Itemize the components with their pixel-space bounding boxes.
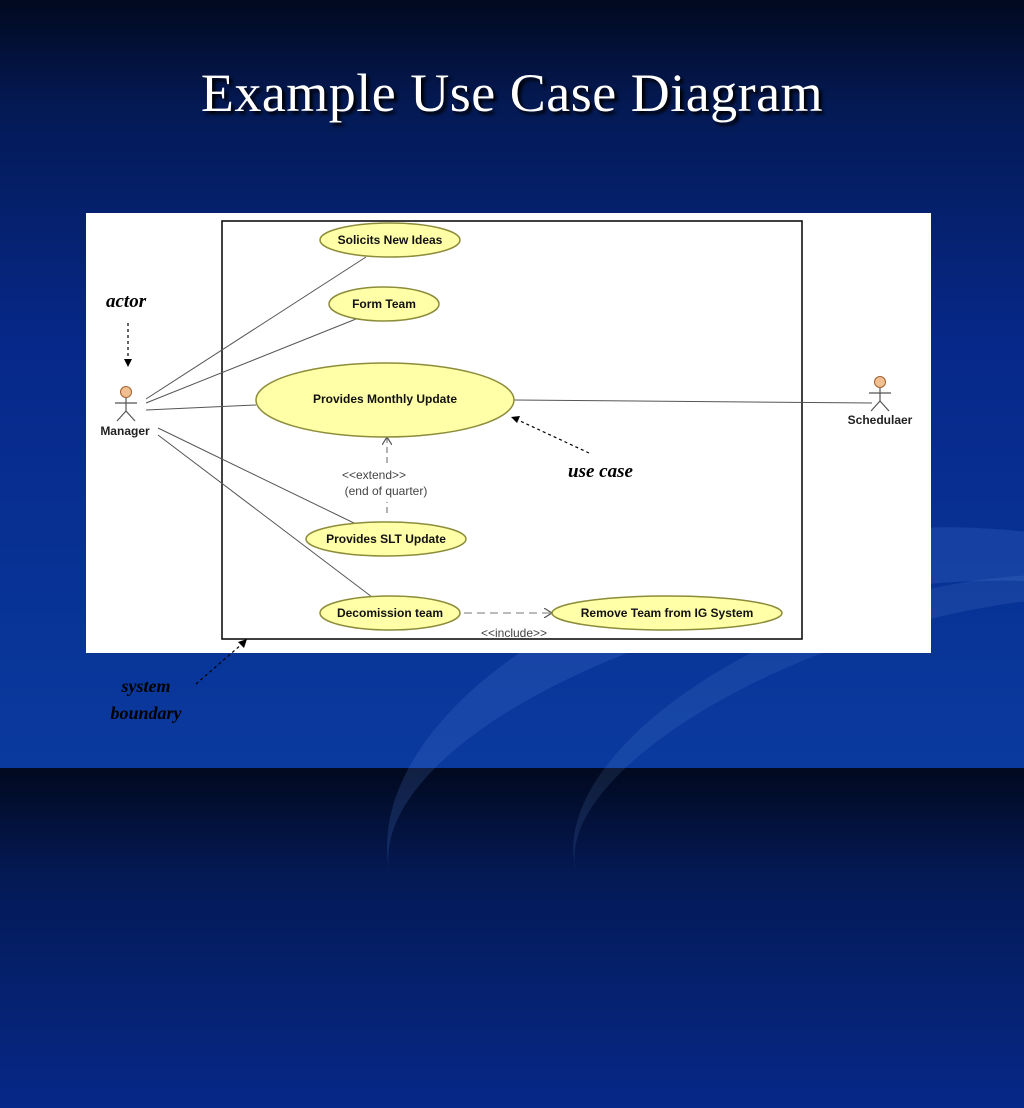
use-case-remove-label: Remove Team from IG System bbox=[581, 606, 754, 620]
manager-associations bbox=[145, 256, 373, 598]
annotation-arrows bbox=[124, 323, 590, 454]
use-case-form-team-label: Form Team bbox=[352, 297, 416, 311]
actor-scheduler-icon bbox=[869, 376, 891, 412]
diagram-canvas: <<extend>> (end of quarter) <<include>> … bbox=[86, 213, 931, 653]
use-case-solicits-label: Solicits New Ideas bbox=[338, 233, 443, 247]
assoc-manager-form-team bbox=[145, 318, 357, 404]
assoc-manager-slt bbox=[157, 427, 357, 525]
extend-stereotype: <<extend>> bbox=[342, 468, 406, 482]
use-case-monthly-label: Provides Monthly Update bbox=[313, 392, 457, 406]
actor-manager-icon bbox=[115, 386, 137, 422]
use-case-diagram: <<extend>> (end of quarter) <<include>> … bbox=[100, 220, 913, 640]
extend-label-bg bbox=[338, 466, 442, 502]
annotation-system-line2: boundary bbox=[110, 703, 182, 723]
include-stereotype: <<include>> bbox=[481, 626, 547, 640]
slide-title: Example Use Case Diagram bbox=[200, 63, 824, 123]
use-case-decommission[interactable]: Decomission team bbox=[319, 595, 461, 631]
extend-condition: (end of quarter) bbox=[345, 484, 428, 498]
system-boundary bbox=[221, 220, 803, 640]
annotation-use-case: use case bbox=[568, 461, 633, 482]
use-case-form-team[interactable]: Form Team bbox=[328, 286, 440, 322]
actor-manager[interactable]: Manager bbox=[100, 386, 150, 439]
annotation-system-boundary: system boundary bbox=[96, 673, 196, 727]
use-case-solicits[interactable]: Solicits New Ideas bbox=[319, 222, 461, 258]
assoc-manager-solicits bbox=[145, 256, 367, 400]
use-case-remove[interactable]: Remove Team from IG System bbox=[551, 595, 783, 631]
use-case-slt-label: Provides SLT Update bbox=[326, 532, 446, 546]
use-case-monthly[interactable]: Provides Monthly Update bbox=[255, 362, 515, 438]
actor-scheduler[interactable]: Schedulaer bbox=[848, 376, 913, 428]
assoc-manager-decommission bbox=[157, 434, 373, 598]
annotation-system-line1: system bbox=[121, 676, 171, 696]
assoc-manager-monthly bbox=[145, 404, 257, 411]
annotation-actor: actor bbox=[106, 291, 147, 312]
actor-manager-label: Manager bbox=[100, 424, 150, 438]
use-case-decommission-label: Decomission team bbox=[337, 606, 443, 620]
actor-scheduler-label: Schedulaer bbox=[848, 413, 913, 427]
assoc-scheduler-monthly bbox=[513, 399, 873, 404]
use-case-slt[interactable]: Provides SLT Update bbox=[305, 521, 467, 557]
